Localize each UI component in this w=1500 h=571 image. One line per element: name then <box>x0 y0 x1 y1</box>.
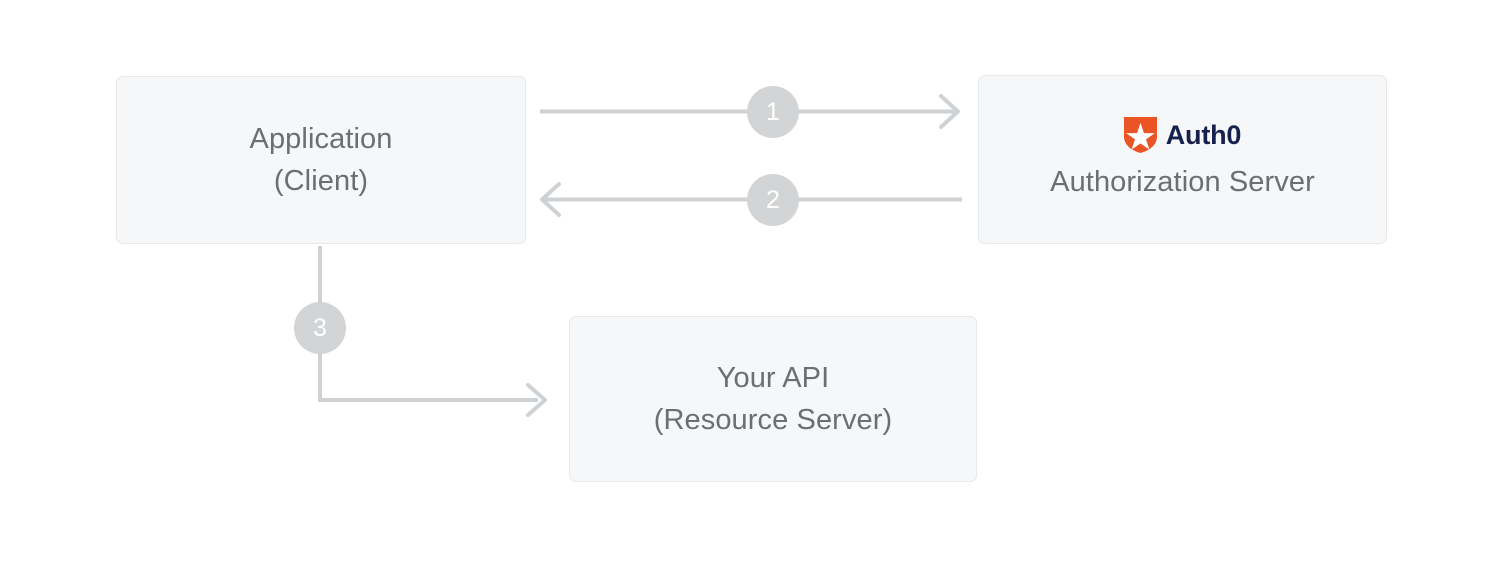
your-api-subtitle: (Resource Server) <box>653 404 893 436</box>
application-title: Application <box>249 123 393 155</box>
auth0-shield-icon <box>1123 116 1157 153</box>
node-authorization-server[interactable]: Auth0 Authorization Server <box>978 75 1387 244</box>
node-your-api[interactable]: Your API (Resource Server) <box>569 316 977 482</box>
connector-step-3 <box>318 246 547 417</box>
step-badge-3: 3 <box>294 302 346 354</box>
step-badge-1: 1 <box>747 86 799 138</box>
your-api-title: Your API <box>716 362 830 394</box>
auth0-wordmark: Auth0 <box>1165 119 1242 150</box>
application-subtitle: (Client) <box>273 165 369 197</box>
auth0-logo: Auth0 <box>1123 116 1242 153</box>
step-badge-2: 2 <box>747 174 799 226</box>
auth-server-label: Authorization Server <box>1050 165 1315 198</box>
node-application[interactable]: Application (Client) <box>116 76 526 244</box>
